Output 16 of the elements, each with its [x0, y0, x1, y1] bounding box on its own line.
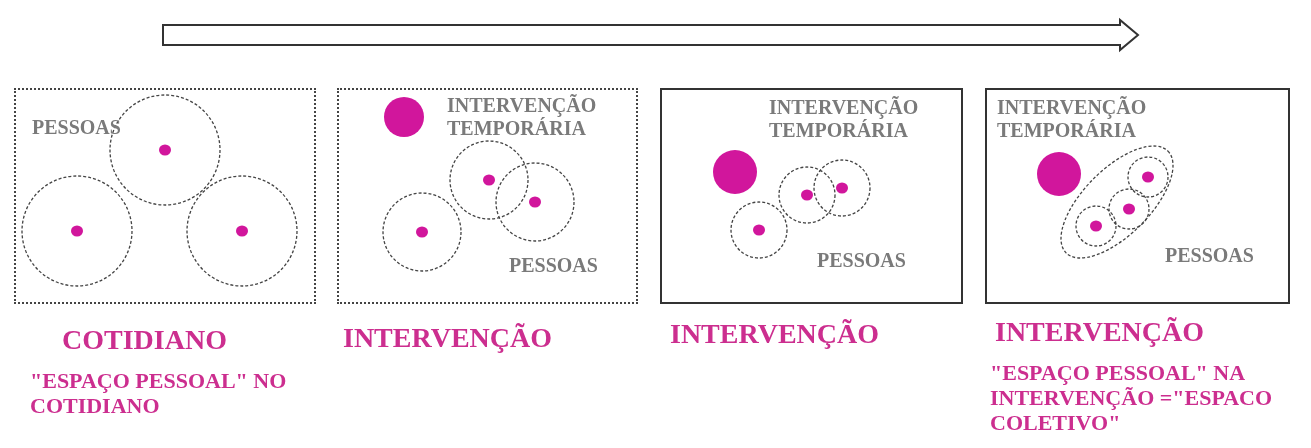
panel-label: PESSOAS — [1165, 244, 1255, 267]
caption-text: "ESPAÇO PESSOAL" NO COTIDIANO — [30, 368, 288, 418]
panel-label: PESSOAS — [817, 249, 907, 272]
panel-label: PESSOAS — [509, 254, 599, 277]
panel-box — [14, 88, 316, 304]
panel-label: INTERVENÇÃO TEMPORÁRIA — [447, 94, 598, 140]
panel-label: INTERVENÇÃO TEMPORÁRIA — [769, 96, 920, 142]
caption-text: INTERVENÇÃO — [670, 318, 881, 349]
caption-text: INTERVENÇÃO — [343, 322, 554, 353]
panel-label: INTERVENÇÃO TEMPORÁRIA — [997, 96, 1148, 142]
panel-box — [985, 88, 1290, 304]
panel-box — [660, 88, 963, 304]
caption-text: "ESPAÇO PESSOAL" NA INTERVENÇÃO ="ESPACO COLETIVO" — [990, 360, 1274, 435]
panel-box — [337, 88, 638, 304]
caption-text: INTERVENÇÃO — [995, 316, 1206, 347]
panel-label: PESSOAS — [32, 116, 122, 139]
